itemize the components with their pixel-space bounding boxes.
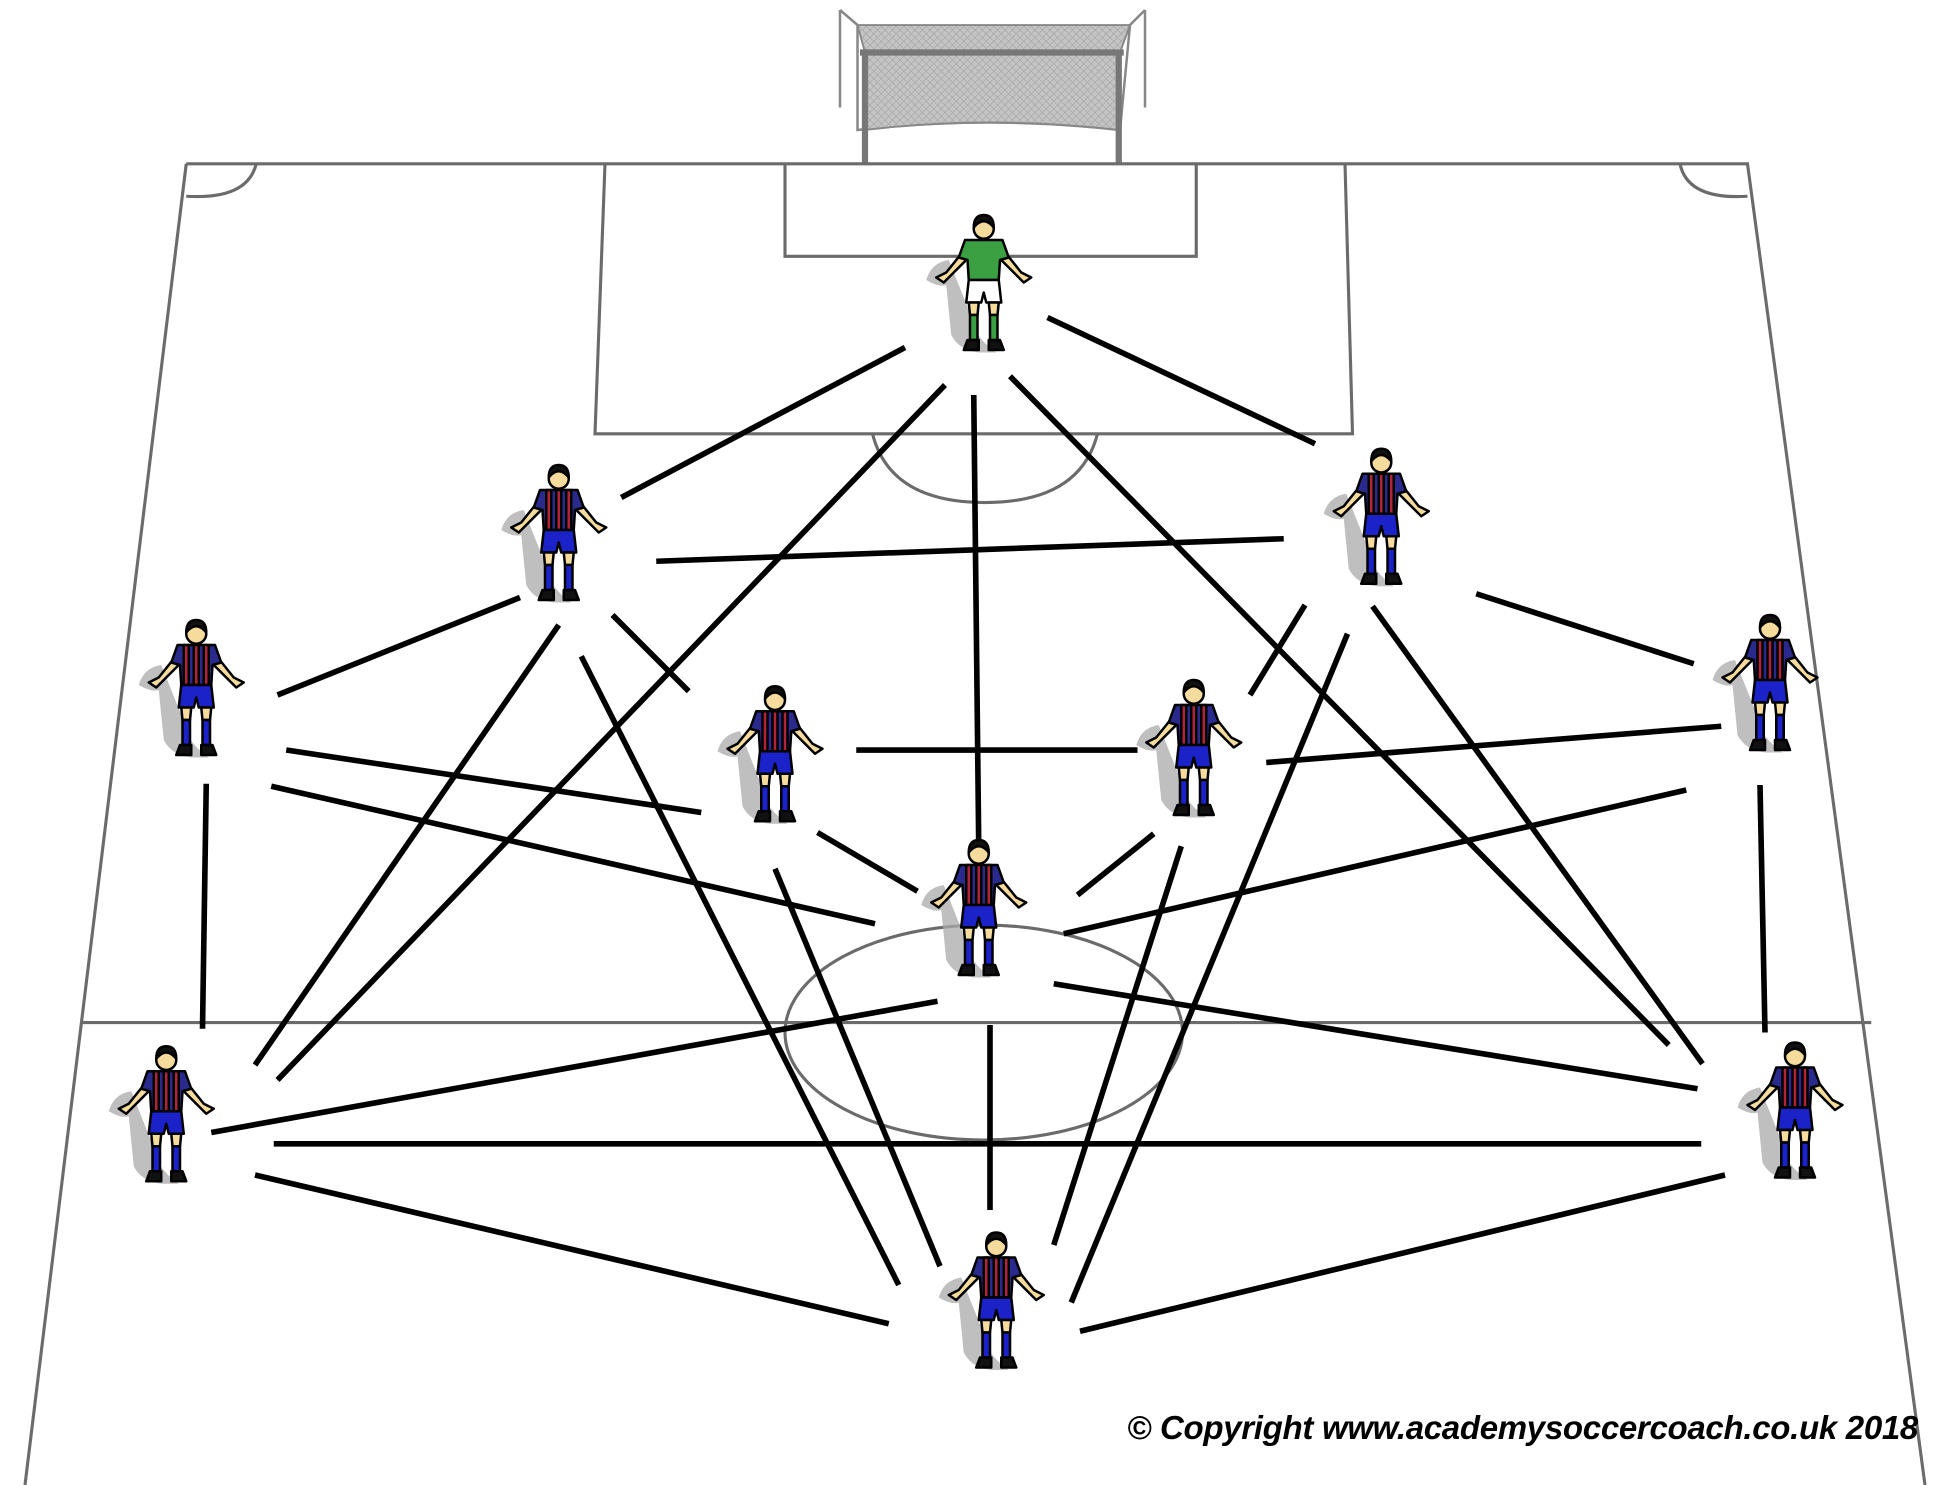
player-right-centre-back: [1323, 447, 1430, 587]
pass-line: [252, 623, 562, 1067]
pass-line: [1079, 1172, 1726, 1334]
copyright-text: © Copyright www.academysoccercoach.co.uk…: [1127, 1409, 1918, 1446]
player-goalkeeper: [926, 213, 1033, 353]
penalty-arc: [870, 433, 1100, 505]
pass-line: [1370, 604, 1705, 1066]
pass-line: [270, 783, 876, 927]
player-left-centre-back: [501, 463, 608, 603]
pass-line: [1053, 980, 1698, 1092]
pass-line: [1075, 831, 1156, 898]
pass-line: [275, 383, 948, 1082]
pass-line: [199, 783, 210, 1029]
pass-line: [1757, 784, 1768, 1033]
pass-line: [1051, 845, 1184, 1246]
pass-line: [210, 998, 939, 1136]
pass-line: [285, 747, 702, 816]
player-right-back: [1712, 613, 1819, 753]
pass-line: [772, 867, 943, 1268]
pass-line: [610, 613, 691, 694]
pass-line: [1068, 632, 1351, 1304]
player-right-winger: [1737, 1041, 1844, 1180]
player-left-back: [138, 618, 245, 758]
goal: [838, 9, 1147, 164]
player-attacking-midfielder: [921, 838, 1028, 978]
pass-line: [816, 830, 919, 894]
corner-arc-right: [1678, 163, 1748, 199]
pass-line: [1046, 314, 1317, 447]
pass-line: [619, 345, 907, 500]
pass-line: [1247, 603, 1308, 697]
pass-lines: [199, 314, 1768, 1334]
player-striker: [938, 1231, 1045, 1370]
pitch-markings: [23, 162, 1927, 1485]
pass-line: [254, 1172, 890, 1327]
corner-arc-left: [186, 163, 258, 199]
player-left-central-midfielder: [717, 685, 824, 824]
pass-line: [1063, 787, 1687, 937]
pass-line: [578, 654, 902, 1287]
pass-line: [1475, 591, 1695, 667]
pass-line: [1266, 723, 1722, 766]
player-right-central-midfielder: [1136, 678, 1243, 818]
pass-line: [970, 394, 982, 848]
player-left-winger: [108, 1045, 215, 1184]
pass-line: [656, 535, 1284, 565]
pass-line: [1007, 374, 1671, 1047]
touchlines: [23, 162, 1927, 1485]
players: [108, 213, 1844, 1370]
pass-line: [276, 594, 522, 698]
